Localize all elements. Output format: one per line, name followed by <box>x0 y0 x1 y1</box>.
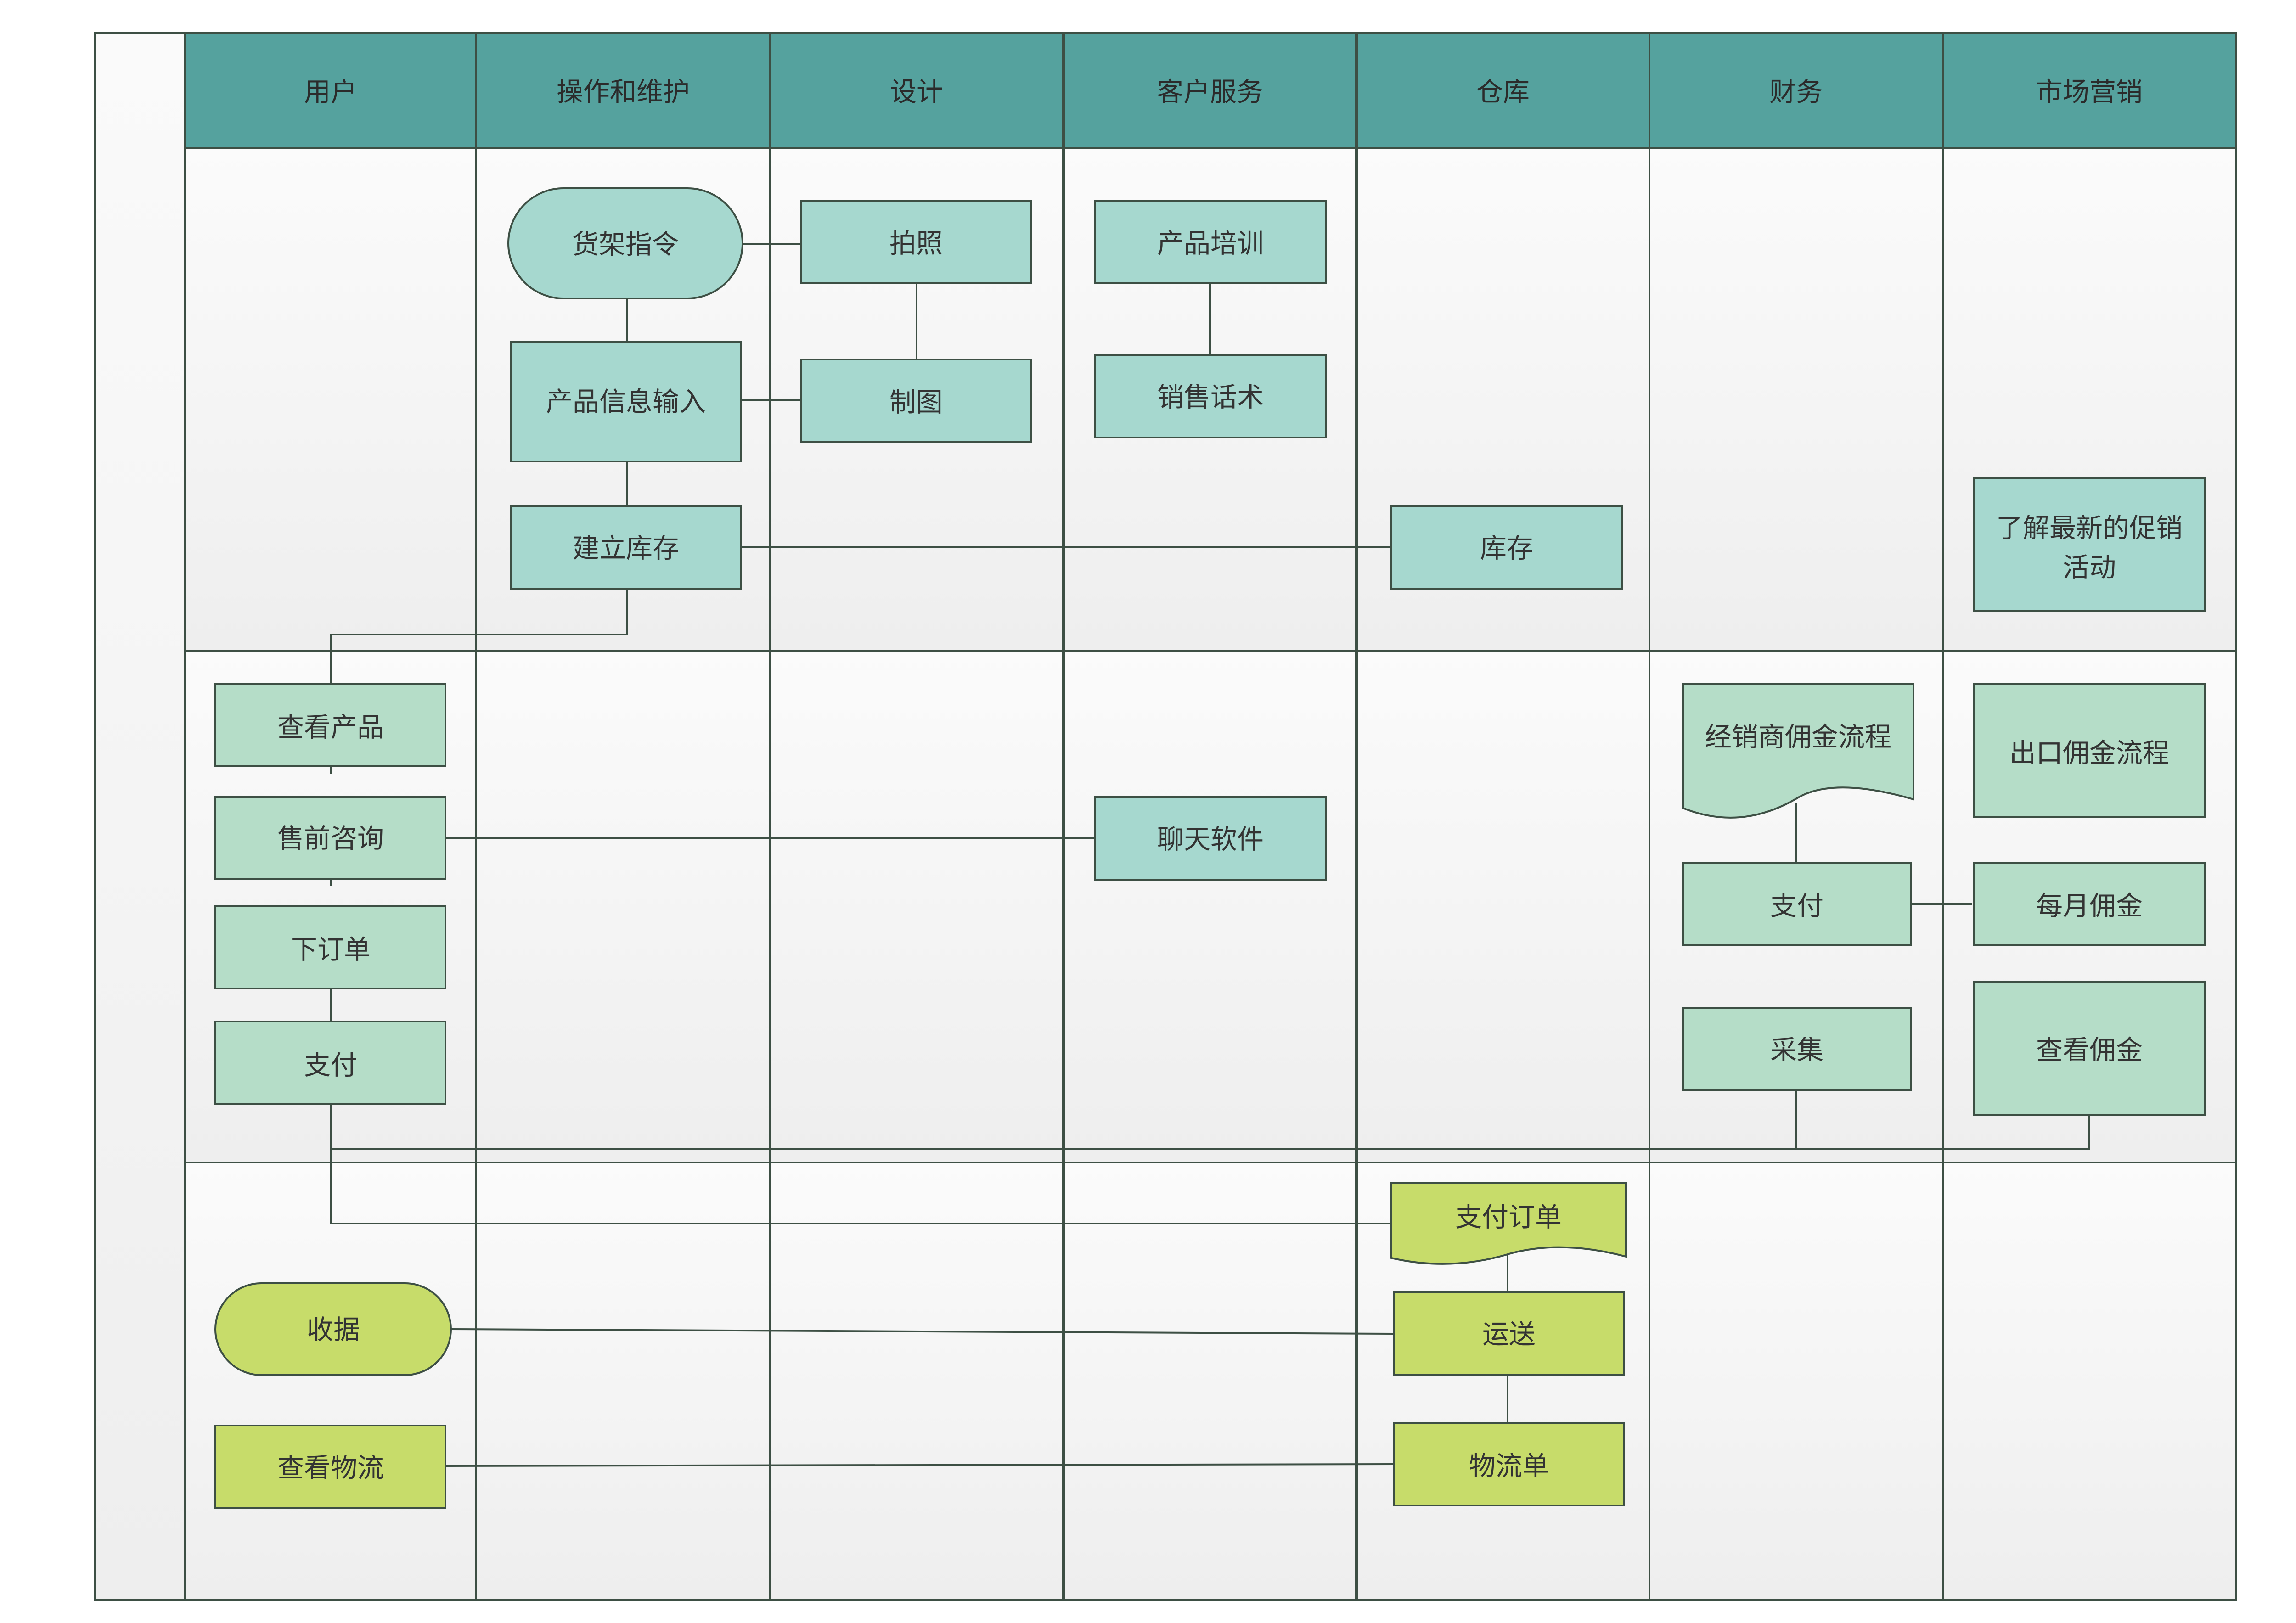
column-header-marketing: 市场营销 <box>2036 76 2143 107</box>
column-header-warehouse: 仓库 <box>1476 76 1530 107</box>
node-view-product-label: 查看产品 <box>277 712 384 743</box>
node-stock[interactable]: 库存 <box>1390 505 1623 590</box>
node-training-label: 产品培训 <box>1157 228 1264 259</box>
node-promo[interactable]: 了解最新的促销 活动 <box>1973 477 2206 612</box>
node-build-stock[interactable]: 建立库存 <box>510 505 742 590</box>
node-collect-label: 采集 <box>1770 1034 1823 1066</box>
node-finance-pay[interactable]: 支付 <box>1682 862 1912 946</box>
connector-receipt-shipping <box>450 1328 1394 1335</box>
lane-row-2 <box>185 651 2236 1162</box>
node-chat[interactable]: 聊天软件 <box>1094 796 1327 881</box>
connector-commission-bus <box>330 1104 2090 1150</box>
node-pay-order[interactable]: 支付订单 <box>1390 1182 1627 1265</box>
node-finance-pay-label: 支付 <box>1770 890 1823 921</box>
node-build-stock-label: 建立库存 <box>573 533 679 564</box>
node-view-product[interactable]: 查看产品 <box>214 683 446 767</box>
node-shelf-order-label: 货架指令 <box>572 229 679 260</box>
node-sales-script[interactable]: 销售话术 <box>1094 354 1327 438</box>
node-shipping-label: 运送 <box>1482 1319 1536 1350</box>
node-dealer-commission[interactable]: 经销商佣金流程 <box>1682 683 1914 819</box>
lane-row-3 <box>185 1162 2236 1600</box>
pool-border <box>184 32 2237 1601</box>
column-header-user: 用户 <box>304 76 357 107</box>
node-export-commission-label: 出口佣金流程 <box>2009 737 2169 769</box>
node-chat-label: 聊天软件 <box>1157 824 1264 855</box>
node-view-logistics[interactable]: 查看物流 <box>214 1425 446 1509</box>
node-promo-label-line1: 了解最新的促销 <box>1996 512 2183 544</box>
node-user-pay-label: 支付 <box>304 1050 357 1081</box>
column-header-design: 设计 <box>890 76 943 107</box>
connector-viewlog-logistics <box>445 1463 1394 1467</box>
column-header-service: 客户服务 <box>1157 76 1263 107</box>
node-shelf-order[interactable]: 货架指令 <box>507 187 743 299</box>
column-headers: 用户 操作和维护 设计 客户服务 仓库 财务 市场营销 <box>304 76 2143 107</box>
node-view-commission-label: 查看佣金 <box>2036 1034 2143 1066</box>
node-shipping[interactable]: 运送 <box>1393 1291 1625 1376</box>
connectors <box>330 243 2090 1467</box>
node-user-pay[interactable]: 支付 <box>214 1021 446 1105</box>
node-collect[interactable]: 采集 <box>1682 1007 1912 1091</box>
node-export-commission[interactable]: 出口佣金流程 <box>1973 683 2206 818</box>
connector-build-user <box>330 589 628 684</box>
node-training[interactable]: 产品培训 <box>1094 200 1327 284</box>
node-photo[interactable]: 拍照 <box>800 200 1032 284</box>
node-photo-label: 拍照 <box>889 228 943 259</box>
node-dealer-commission-label: 经销商佣金流程 <box>1705 721 1891 753</box>
node-monthly-commission[interactable]: 每月佣金 <box>1973 862 2206 946</box>
node-view-logistics-label: 查看物流 <box>277 1452 384 1483</box>
header-row <box>184 32 2237 149</box>
column-header-finance: 财务 <box>1769 76 1823 107</box>
node-pay-order-label: 支付订单 <box>1455 1202 1562 1233</box>
node-product-info-label: 产品信息输入 <box>546 386 706 417</box>
node-sales-script-label: 销售话术 <box>1157 382 1264 413</box>
connector-user-payorder <box>330 1149 1391 1224</box>
node-logistics-slip-label: 物流单 <box>1469 1450 1549 1482</box>
node-logistics-slip[interactable]: 物流单 <box>1393 1422 1625 1506</box>
node-place-order[interactable]: 下订单 <box>214 905 446 989</box>
node-drawing-label: 制图 <box>889 387 943 418</box>
node-drawing[interactable]: 制图 <box>800 359 1032 443</box>
node-place-order-label: 下订单 <box>291 934 371 965</box>
node-receipt-label: 收据 <box>307 1314 360 1345</box>
column-dividers <box>475 33 1944 1600</box>
node-receipt[interactable]: 收据 <box>214 1282 452 1376</box>
pool-left-strip <box>94 32 186 1601</box>
node-presale-label: 售前咨询 <box>277 823 384 854</box>
node-product-info[interactable]: 产品信息输入 <box>510 341 742 462</box>
column-header-ops: 操作和维护 <box>557 76 690 107</box>
node-view-commission[interactable]: 查看佣金 <box>1973 981 2206 1116</box>
node-promo-label-line2: 活动 <box>2063 552 2116 583</box>
node-stock-label: 库存 <box>1480 533 1533 564</box>
node-presale[interactable]: 售前咨询 <box>214 796 446 880</box>
node-monthly-commission-label: 每月佣金 <box>2036 890 2143 921</box>
row-dividers <box>185 650 2236 1163</box>
